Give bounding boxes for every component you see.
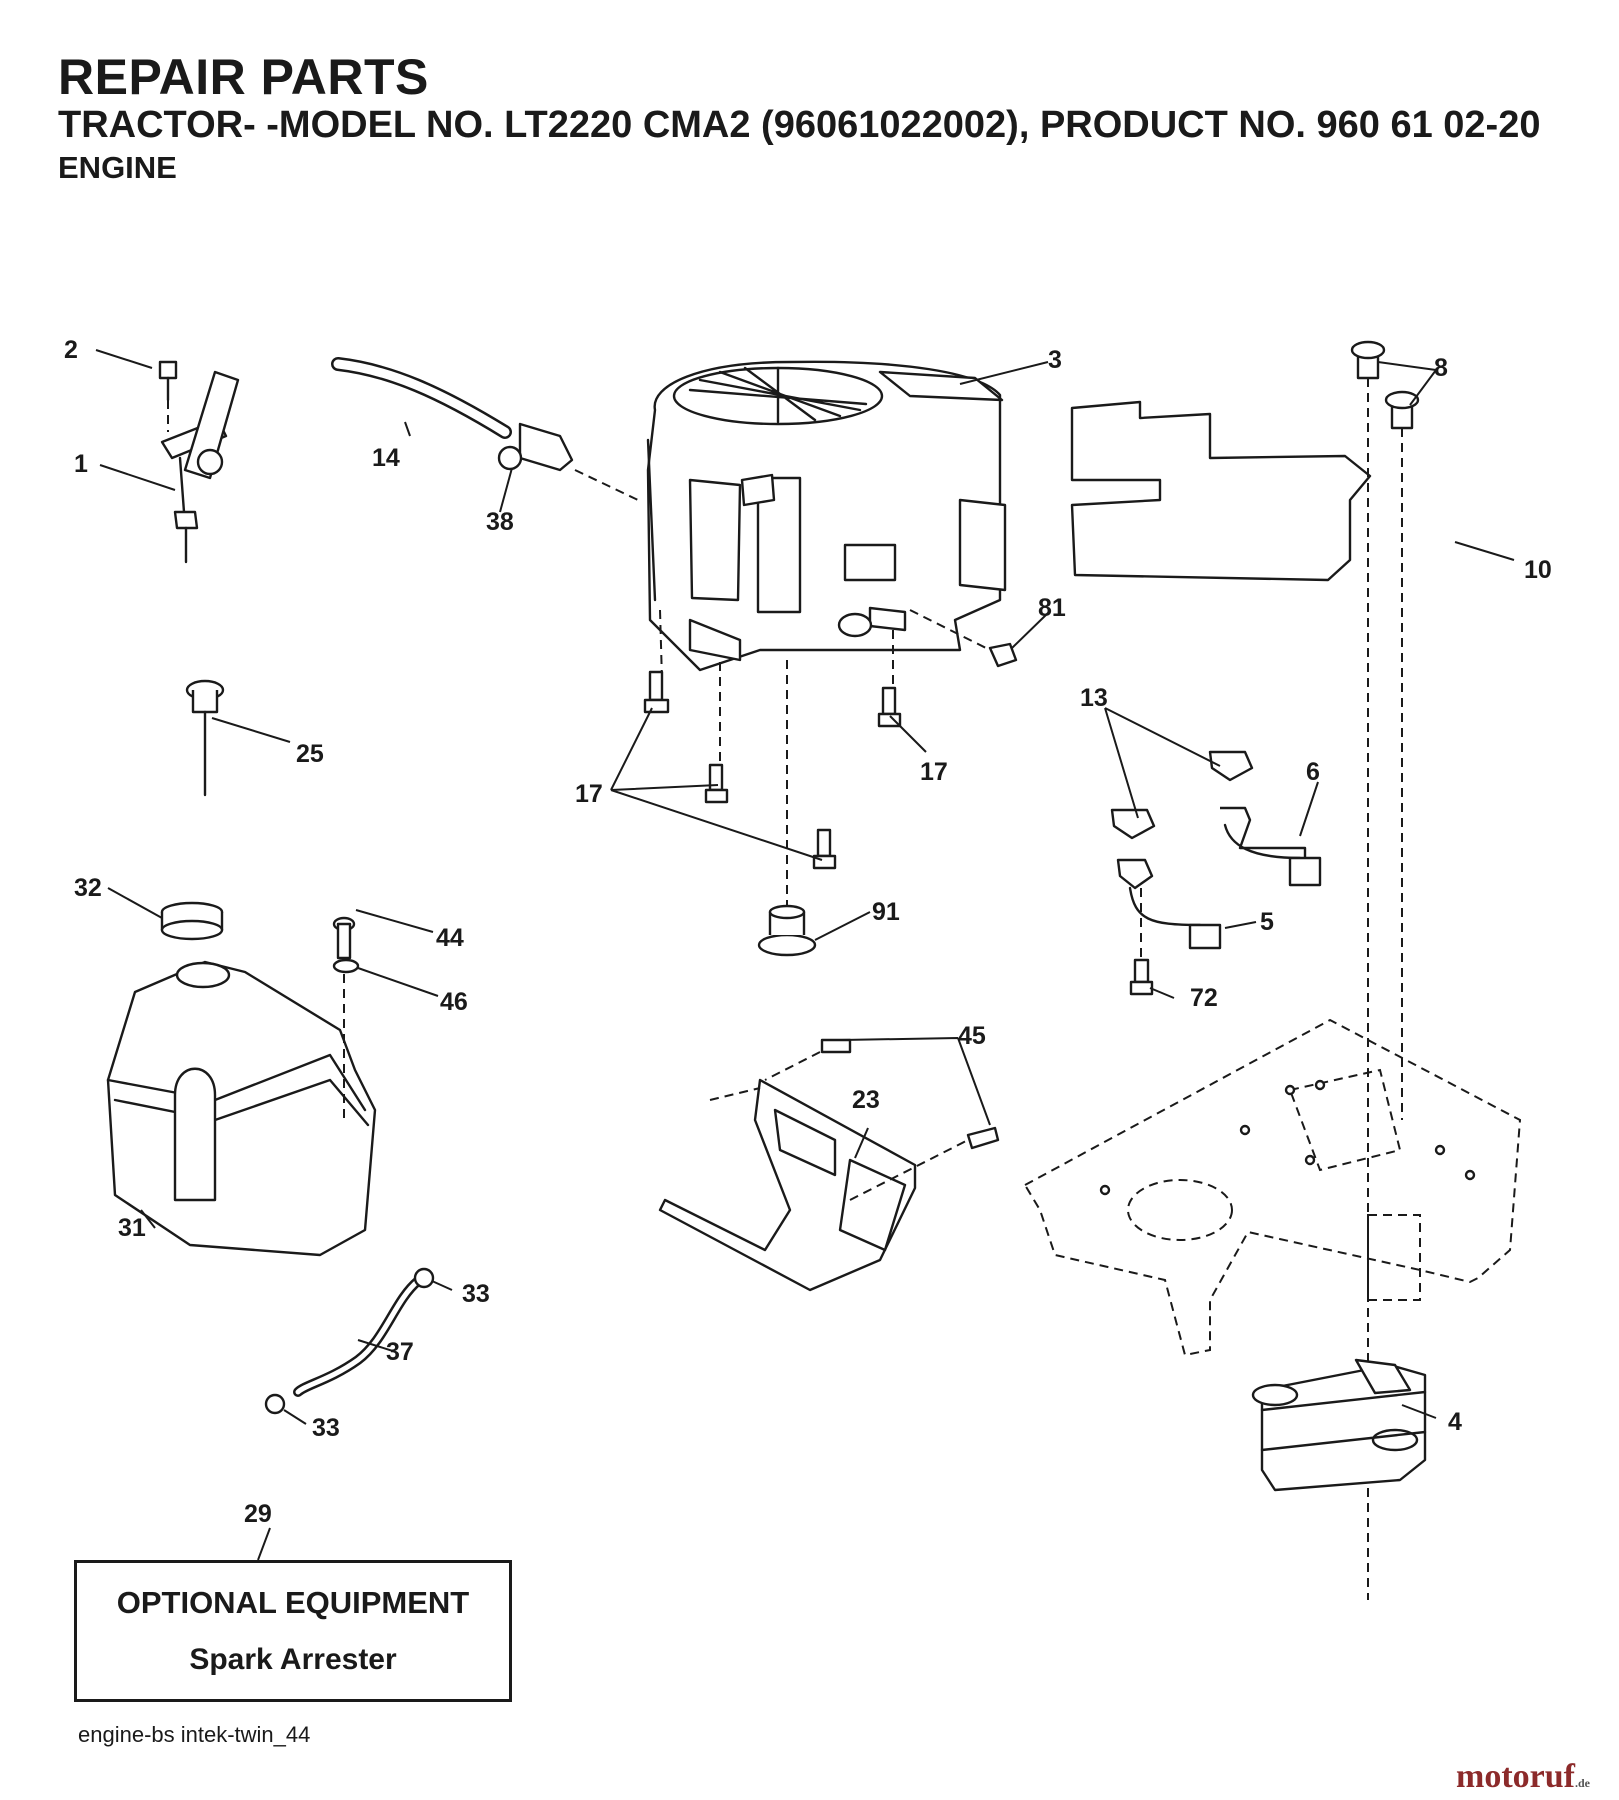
callout-4: 4	[1448, 1408, 1462, 1436]
callout-38: 38	[486, 508, 514, 536]
engine-part	[646, 360, 1007, 930]
section-title: ENGINE	[58, 150, 177, 185]
callout-13: 13	[1080, 684, 1108, 712]
callout-17-left: 17	[575, 780, 603, 808]
callout-17-right: 17	[920, 758, 948, 786]
callout-44: 44	[436, 924, 464, 952]
callout-31: 31	[118, 1214, 146, 1242]
fuel-line-37-part	[264, 1267, 435, 1415]
bolt-17-parts	[643, 670, 902, 870]
bracket-23-part	[658, 1038, 1000, 1292]
callout-32: 32	[74, 874, 102, 902]
tractor-frame-part	[1023, 1018, 1522, 1357]
watermark-logo: motoruf.de	[1456, 1758, 1590, 1796]
callout-23: 23	[852, 1086, 880, 1114]
nut-81-part	[988, 642, 1018, 668]
callout-10: 10	[1524, 556, 1552, 584]
fuel-line-part	[331, 357, 639, 501]
diagram-code: engine-bs intek-twin_44	[78, 1722, 311, 1747]
page-title: REPAIR PARTS	[58, 49, 429, 105]
callout-91: 91	[872, 898, 900, 926]
callout-leaders	[95, 349, 1515, 1561]
watermark-tld: .de	[1574, 1776, 1590, 1790]
muffler-part	[1251, 1358, 1427, 1492]
callout-25: 25	[296, 740, 324, 768]
optional-equipment-heading: OPTIONAL EQUIPMENT	[116, 1585, 470, 1620]
callout-81: 81	[1038, 594, 1066, 622]
dipstick-part	[185, 679, 225, 797]
callout-3: 3	[1048, 346, 1062, 374]
callout-labels: 1 2 3 4 5 6 8 10 13 14 17 17 17 23 25 29…	[64, 336, 1552, 1528]
exhaust-pipes-part	[1110, 750, 1322, 996]
model-subtitle: TRACTOR- -MODEL NO. LT2220 CMA2 (9606102…	[58, 104, 1541, 146]
callout-14: 14	[372, 444, 400, 472]
screw-44-part	[332, 916, 360, 1120]
callout-5: 5	[1260, 908, 1274, 936]
watermark-brand: motoruf	[1456, 1758, 1575, 1795]
fuel-tank-part	[106, 901, 377, 1257]
callout-33-top: 33	[462, 1280, 490, 1308]
callout-46: 46	[440, 988, 468, 1016]
callout-29: 29	[244, 1500, 272, 1528]
heat-shield-part	[1070, 340, 1420, 1600]
plug-91-part	[757, 904, 817, 957]
callout-45: 45	[958, 1022, 986, 1050]
throttle-control-part	[158, 360, 240, 564]
callout-1: 1	[74, 450, 88, 478]
optional-equipment-box: OPTIONAL EQUIPMENT Spark Arrester	[74, 1560, 512, 1702]
optional-equipment-item: Spark Arrester	[189, 1643, 397, 1676]
callout-33-bottom: 33	[312, 1414, 340, 1442]
callout-2: 2	[64, 336, 78, 364]
callout-6: 6	[1306, 758, 1320, 786]
callout-8: 8	[1434, 354, 1448, 382]
callout-37: 37	[386, 1338, 414, 1366]
callout-72: 72	[1190, 984, 1218, 1012]
